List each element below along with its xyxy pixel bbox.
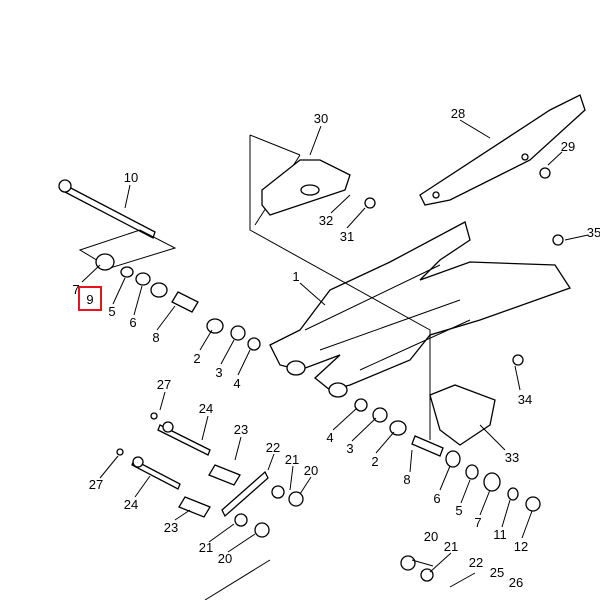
label-20b[interactable]: 20 (218, 551, 232, 566)
label-11[interactable]: 11 (493, 527, 507, 542)
label-20[interactable]: 20 (304, 463, 318, 478)
label-9[interactable]: 9 (86, 292, 93, 307)
label-27[interactable]: 27 (157, 377, 171, 392)
label-4[interactable]: 4 (233, 376, 240, 391)
label-22[interactable]: 22 (266, 440, 280, 455)
label-32[interactable]: 32 (319, 213, 333, 228)
label-21[interactable]: 21 (285, 452, 299, 467)
label-12[interactable]: 12 (514, 539, 528, 554)
label-28[interactable]: 28 (451, 106, 465, 121)
label-34[interactable]: 34 (518, 392, 532, 407)
label-5b[interactable]: 5 (455, 503, 462, 518)
label-33[interactable]: 33 (505, 450, 519, 465)
label-8b[interactable]: 8 (403, 472, 410, 487)
label-29[interactable]: 29 (561, 139, 575, 154)
label-25[interactable]: 25 (490, 565, 504, 580)
label-21b[interactable]: 21 (199, 540, 213, 555)
bushings-and-washers[interactable] (78, 229, 541, 600)
label-4b[interactable]: 4 (326, 430, 333, 445)
label-3[interactable]: 3 (215, 365, 222, 380)
label-26[interactable]: 26 (509, 575, 523, 590)
label-24b[interactable]: 24 (124, 497, 138, 512)
label-24[interactable]: 24 (199, 401, 213, 416)
chain-guard[interactable] (419, 94, 586, 206)
label-2[interactable]: 2 (193, 351, 200, 366)
highlight-box (78, 286, 102, 311)
label-7[interactable]: 7 (72, 282, 79, 297)
label-31[interactable]: 31 (340, 229, 354, 244)
leader-lines (81, 119, 589, 573)
swingarm[interactable] (269, 221, 571, 398)
label-10[interactable]: 10 (124, 170, 138, 185)
label-23b[interactable]: 23 (164, 520, 178, 535)
chain-guide[interactable] (429, 384, 496, 446)
label-21c[interactable]: 21 (444, 539, 458, 554)
bolts[interactable] (58, 167, 564, 490)
label-5[interactable]: 5 (108, 304, 115, 319)
label-8[interactable]: 8 (152, 330, 159, 345)
label-6b[interactable]: 6 (433, 491, 440, 506)
chain-slider[interactable] (249, 134, 431, 440)
label-6[interactable]: 6 (129, 315, 136, 330)
label-23[interactable]: 23 (234, 422, 248, 437)
label-30[interactable]: 30 (314, 111, 328, 126)
label-22b[interactable]: 22 (469, 555, 483, 570)
callout-labels: 30 28 29 10 32 31 35 1 7 9 5 6 8 2 3 4 3… (72, 106, 600, 590)
label-20c[interactable]: 20 (424, 529, 438, 544)
label-27b[interactable]: 27 (89, 477, 103, 492)
label-1[interactable]: 1 (292, 269, 299, 284)
label-3b[interactable]: 3 (346, 441, 353, 456)
label-35[interactable]: 35 (587, 225, 600, 240)
label-7b[interactable]: 7 (474, 515, 481, 530)
label-2b[interactable]: 2 (371, 454, 378, 469)
